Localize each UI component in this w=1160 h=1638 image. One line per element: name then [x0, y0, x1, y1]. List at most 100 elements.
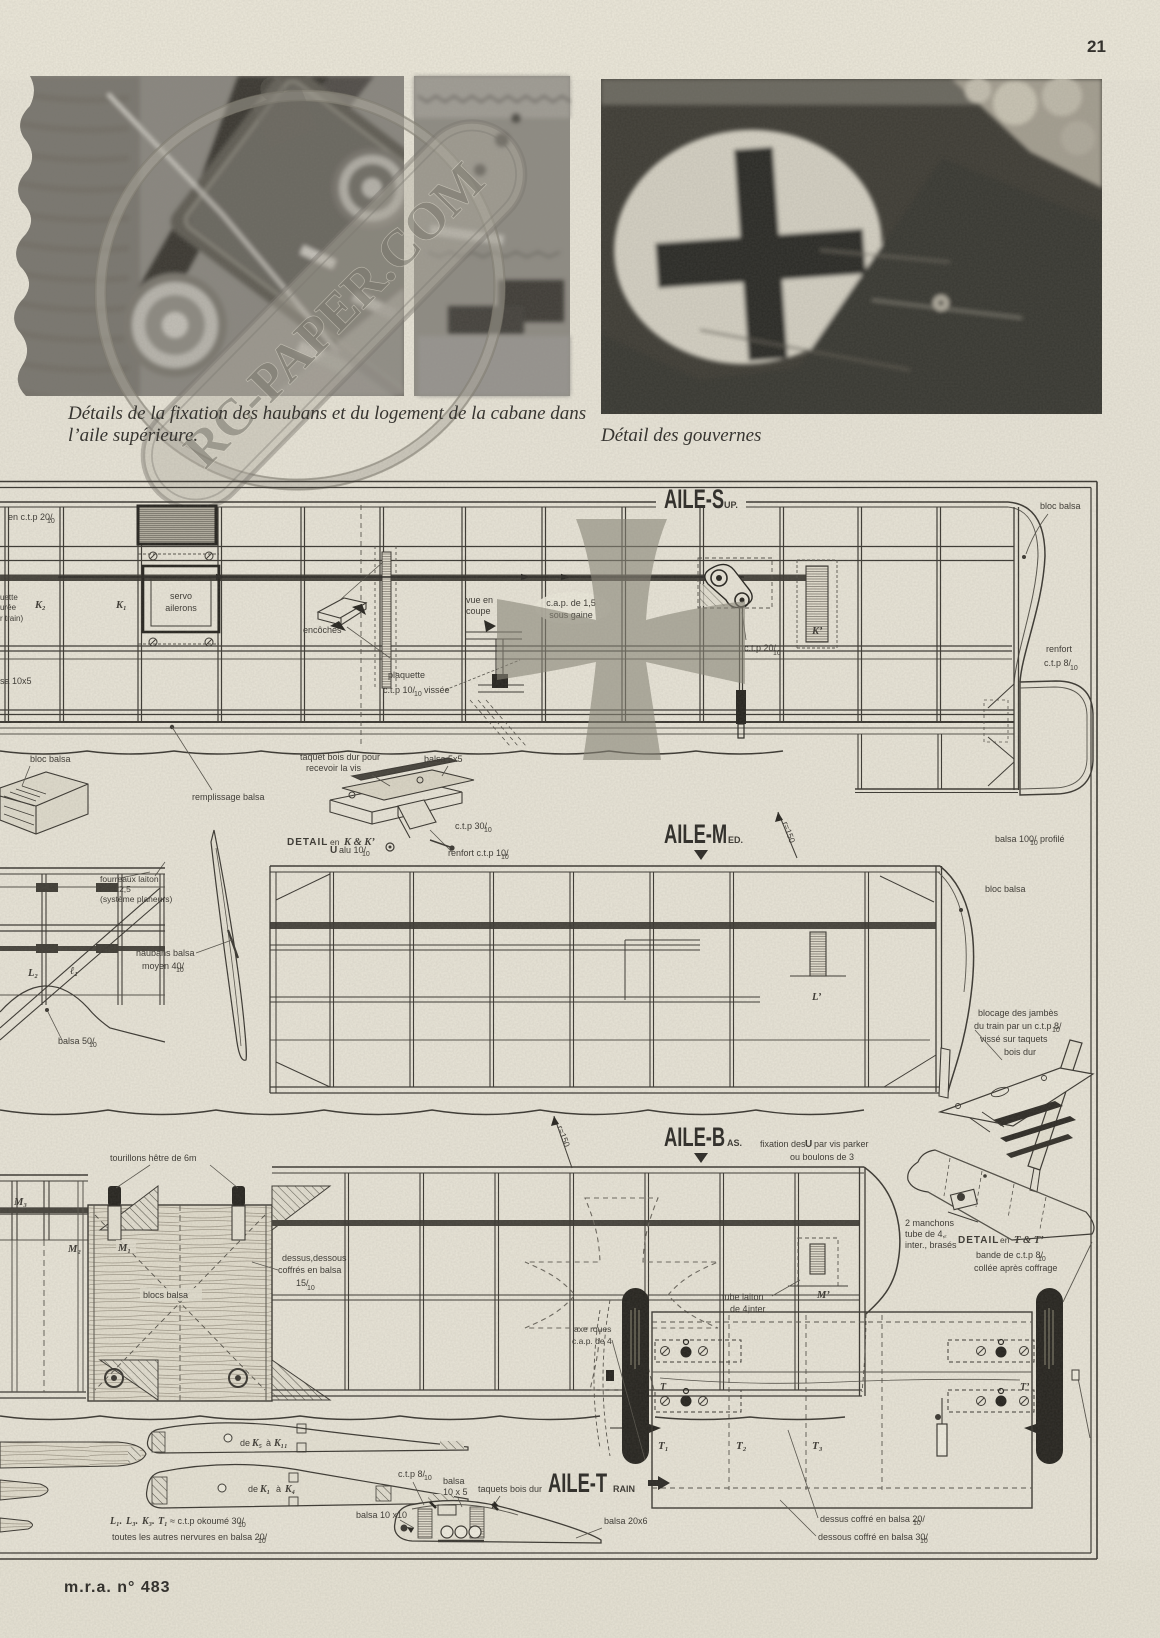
svg-text:alu 10/: alu 10/ — [339, 845, 367, 855]
svg-text:recevoir la vis: recevoir la vis — [306, 763, 362, 773]
svg-text:en: en — [330, 837, 340, 847]
svg-text:balsa 10 x10: balsa 10 x10 — [356, 1510, 407, 1520]
svg-text:DETAIL: DETAIL — [287, 837, 328, 848]
svg-text:T: T — [660, 1382, 667, 1393]
svg-text:c.t.p 10/: c.t.p 10/ — [383, 685, 416, 695]
svg-text:Détail des gouvernes: Détail des gouvernes — [600, 425, 761, 446]
svg-text:K₁: K₁ — [115, 600, 127, 611]
svg-text:T₁: T₁ — [158, 1516, 168, 1527]
svg-text:10: 10 — [414, 691, 422, 698]
svg-text:taquets bois dur: taquets bois dur — [478, 1484, 542, 1494]
svg-text:c.t.p 8/: c.t.p 8/ — [398, 1469, 426, 1479]
svg-text:dessus,dessous: dessus,dessous — [282, 1253, 347, 1263]
svg-text:collée après coffrage: collée après coffrage — [974, 1263, 1057, 1273]
svg-text:renfort: renfort — [1046, 644, 1073, 654]
svg-text:par vis parker: par vis parker — [814, 1139, 869, 1149]
svg-text:balsa 20x6: balsa 20x6 — [604, 1516, 648, 1526]
svg-text:10: 10 — [362, 851, 370, 858]
svg-text:uette: uette — [0, 593, 18, 602]
svg-text:10: 10 — [89, 1042, 97, 1049]
svg-text:AILE-M: AILE-M — [664, 818, 727, 848]
svg-text:remplissage balsa: remplissage balsa — [192, 792, 265, 802]
svg-text:à: à — [276, 1484, 281, 1494]
svg-text:tube de 4,: tube de 4, — [905, 1229, 945, 1239]
svg-text:10: 10 — [773, 650, 781, 657]
svg-text:11x2,5: 11x2,5 — [106, 884, 131, 894]
svg-text:T’: T’ — [1020, 1382, 1029, 1393]
svg-text:inter: inter — [748, 1304, 766, 1314]
svg-text:10: 10 — [238, 1522, 246, 1529]
svg-text:coffrés en balsa: coffrés en balsa — [278, 1265, 341, 1275]
svg-text:₂: ₂ — [944, 1232, 947, 1239]
svg-text:axe roues: axe roues — [574, 1324, 611, 1334]
svg-text:à: à — [266, 1438, 271, 1448]
svg-text:ou boulons de 3: ou boulons de 3 — [790, 1152, 854, 1162]
svg-text:M₂: M₂ — [67, 1244, 81, 1255]
svg-text:AILE-B: AILE-B — [664, 1121, 725, 1151]
svg-text:en c.t.p 20/: en c.t.p 20/ — [8, 512, 53, 522]
svg-text:10: 10 — [176, 967, 184, 974]
svg-text:c.a.p. de 1,5: c.a.p. de 1,5 — [546, 598, 596, 608]
svg-text:encôches: encôches — [303, 625, 342, 635]
svg-text:10: 10 — [913, 1520, 921, 1527]
svg-text:bande de c.t.p 8/: bande de c.t.p 8/ — [976, 1250, 1044, 1260]
svg-text:K₁₁: K₁₁ — [273, 1438, 288, 1449]
svg-text:blocage des jambès: blocage des jambès — [978, 1008, 1059, 1018]
svg-text:dessus coffré en balsa 20/: dessus coffré en balsa 20/ — [820, 1514, 925, 1524]
svg-text:(système planeurs): (système planeurs) — [100, 894, 172, 904]
svg-text:fixation des: fixation des — [760, 1139, 806, 1149]
svg-text:21: 21 — [1087, 37, 1106, 56]
svg-text:T₃: T₃ — [812, 1440, 823, 1452]
svg-text:blocs balsa: blocs balsa — [143, 1290, 188, 1300]
svg-text:tube laiton: tube laiton — [722, 1292, 764, 1302]
svg-text:≈ c.t.p okoumé 30/: ≈ c.t.p okoumé 30/ — [170, 1516, 244, 1526]
svg-text:m.r.a. n° 483: m.r.a. n° 483 — [64, 1579, 171, 1596]
svg-text:K’: K’ — [811, 626, 823, 637]
svg-text:10: 10 — [1038, 1256, 1046, 1263]
svg-text:de 4,: de 4, — [730, 1304, 750, 1314]
svg-text:vissé sur taquets: vissé sur taquets — [980, 1034, 1048, 1044]
svg-text:15/: 15/ — [296, 1278, 309, 1288]
svg-text:K₃.: K₃. — [141, 1516, 155, 1527]
svg-text:balsa 100/: balsa 100/ — [995, 834, 1037, 844]
svg-text:ℓ₁: ℓ₁ — [70, 966, 78, 977]
svg-text:T₂: T₂ — [736, 1440, 747, 1452]
svg-text:10: 10 — [920, 1538, 928, 1545]
svg-text:fourreaux laiton: fourreaux laiton — [100, 874, 159, 884]
svg-text:urée: urée — [0, 603, 17, 612]
svg-text:10: 10 — [501, 854, 509, 861]
svg-text:c.a.p. de 4: c.a.p. de 4 — [572, 1336, 612, 1346]
svg-text:AS.: AS. — [727, 1138, 742, 1148]
svg-text:balsa 50/: balsa 50/ — [58, 1036, 95, 1046]
svg-text:balsa 5x5: balsa 5x5 — [424, 754, 463, 764]
svg-text:ailerons: ailerons — [165, 603, 197, 613]
svg-text:10: 10 — [47, 518, 55, 525]
svg-text:bloc balsa: bloc balsa — [985, 884, 1026, 894]
svg-text:M’: M’ — [816, 1290, 830, 1301]
svg-text:K₂: K₂ — [34, 600, 46, 611]
svg-text:renfort c.t.p 10/: renfort c.t.p 10/ — [448, 848, 509, 858]
svg-text:r train): r train) — [0, 614, 23, 623]
svg-text:10: 10 — [1052, 1027, 1060, 1034]
svg-text:M₁: M₁ — [117, 1243, 131, 1254]
svg-text:K₁: K₁ — [259, 1484, 270, 1495]
svg-text:tourillons hêtre de 6m: tourillons hêtre de 6m — [110, 1153, 197, 1163]
svg-text:bloc balsa: bloc balsa — [30, 754, 71, 764]
svg-text:U: U — [330, 845, 337, 856]
svg-text:sa 10x5: sa 10x5 — [0, 676, 32, 686]
svg-text:en: en — [1000, 1235, 1010, 1245]
svg-text:K & K’: K & K’ — [343, 837, 375, 848]
svg-text:c.t.p 8/: c.t.p 8/ — [1044, 658, 1072, 668]
svg-text:plaquette: plaquette — [388, 670, 425, 680]
svg-text:c.t.p 30/: c.t.p 30/ — [455, 821, 488, 831]
svg-text:de: de — [240, 1438, 250, 1448]
svg-text:taquet bois dur pour: taquet bois dur pour — [300, 752, 380, 762]
svg-text:Détails de la fixation des hau: Détails de la fixation des haubans et du… — [67, 403, 586, 424]
svg-text:UP.: UP. — [724, 500, 738, 510]
svg-text:vue en: vue en — [466, 595, 493, 605]
svg-text:bloc balsa: bloc balsa — [1040, 501, 1081, 511]
svg-text:K₄: K₄ — [284, 1484, 295, 1495]
svg-text:RAIN: RAIN — [613, 1484, 635, 1494]
svg-text:balsa: balsa — [443, 1476, 465, 1486]
svg-text:dessous coffré en balsa 30/: dessous coffré en balsa 30/ — [818, 1532, 928, 1542]
